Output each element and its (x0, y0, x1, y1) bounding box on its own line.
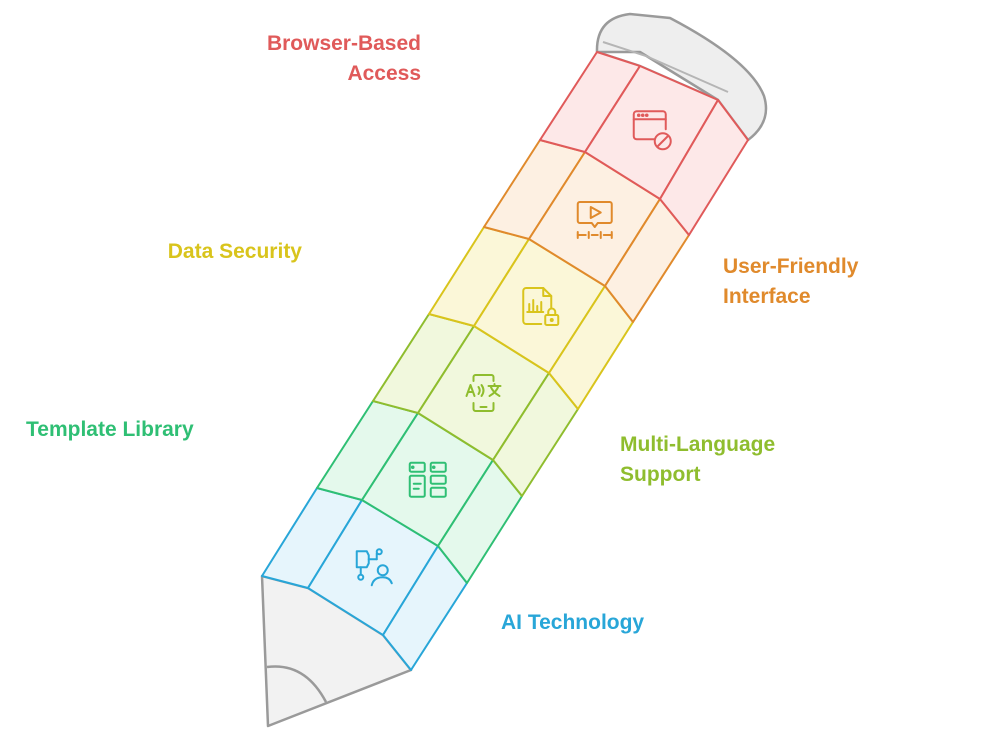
segment-data-security (428, 226, 634, 410)
ai-user-icon (355, 548, 393, 587)
label-data-security: Data Security (167, 240, 302, 263)
label-multi-language-support: Multi-Language Support (620, 433, 776, 486)
phone-translate-icon (465, 374, 502, 412)
secure-document-icon (522, 287, 560, 326)
template-grid-icon (408, 461, 447, 498)
segment-multi-language-support (372, 313, 579, 497)
segment-user-friendly-interface (483, 139, 690, 323)
label-template-library: Template Library (26, 418, 194, 441)
segment-face (659, 99, 749, 236)
segment-template-library (316, 400, 523, 584)
segment-browser-based-access (539, 51, 749, 236)
label-ai-technology: AI Technology (501, 611, 645, 634)
video-timeline-icon (576, 201, 613, 239)
label-user-friendly-interface: User-Friendly Interface (723, 255, 859, 308)
label-browser-based-access: Browser-Based Access (266, 32, 421, 85)
browser-blocked-icon (632, 110, 672, 151)
